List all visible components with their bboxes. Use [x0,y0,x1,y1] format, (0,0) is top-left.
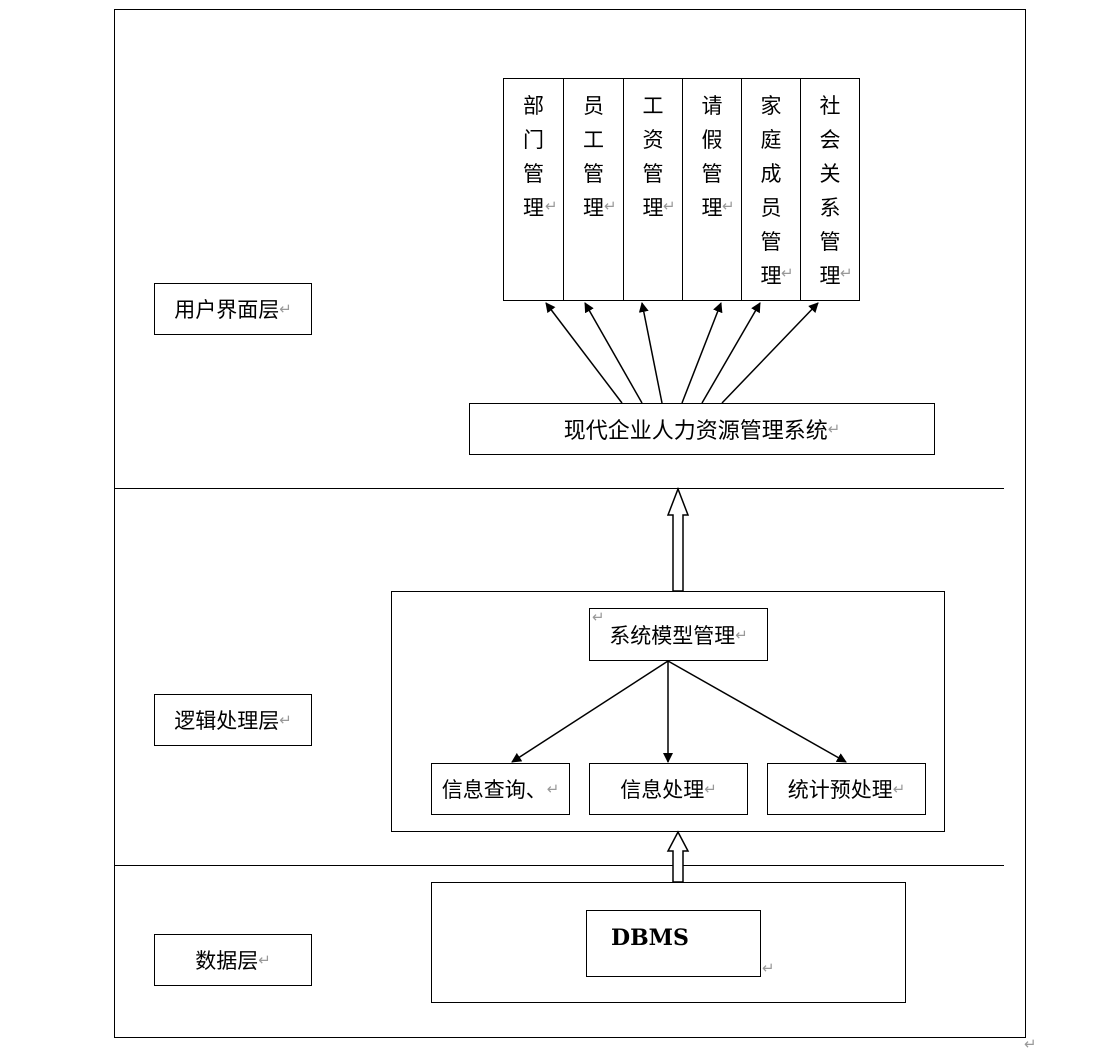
return-mark: ↵ [892,780,906,798]
return-mark: ↵ [735,625,748,644]
arrow-system-to-employee [584,302,643,404]
module-employee: 员工管理 [563,78,624,301]
dbms-label: DBMS [611,925,689,951]
return-mark: ↵ [604,197,617,215]
return-mark: ↵ [546,780,560,798]
return-mark: ↵ [279,711,292,729]
return-mark: ↵ [722,197,735,215]
return-mark: ↵ [704,780,717,798]
module-family: 家庭成员管理 [741,78,801,301]
hollow-arrow-data-to-logic [666,830,690,883]
arrow-system-to-family [701,302,761,404]
return-mark: ↵ [762,959,775,977]
layer-label-logic: 逻辑处理层↵ [154,694,312,746]
return-mark: ↵ [545,197,558,215]
stats-preprocess-box: 统计预处理↵ [767,763,926,815]
return-mark: ↵ [258,951,271,969]
separator-logic-data [114,865,1004,866]
info-query-box: 信息查询、↵ [431,763,570,815]
return-mark: ↵ [663,197,676,215]
return-mark: ↵ [592,608,605,626]
separator-ui-logic [114,488,1004,489]
return-mark: ↵ [1024,1035,1037,1053]
layer-label-ui: 用户界面层↵ [154,283,312,335]
arrow-system-to-dept [545,302,623,404]
arrow-system-to-social [721,302,819,404]
dbms-box: DBMS [586,910,761,977]
arrow-model-to-query [511,660,669,763]
info-process-box: 信息处理↵ [589,763,748,815]
module-dept: 部门管理 [503,78,564,301]
module-leave: 请假管理 [682,78,742,301]
return-mark: ↵ [279,300,292,318]
arrow-model-to-stats [667,660,847,763]
model-management-box: 系统模型管理↵ [589,608,768,661]
arrow-system-to-salary [638,302,663,404]
system-box: 现代企业人力资源管理系统↵ [469,403,935,455]
layer-label-data: 数据层↵ [154,934,312,986]
return-mark: ↵ [781,264,794,282]
hollow-arrow-logic-to-ui [666,486,690,592]
module-social: 社会关系管理 [800,78,860,301]
return-mark: ↵ [840,264,853,282]
arrow-system-to-leave [681,302,723,404]
return-mark: ↵ [827,420,841,438]
